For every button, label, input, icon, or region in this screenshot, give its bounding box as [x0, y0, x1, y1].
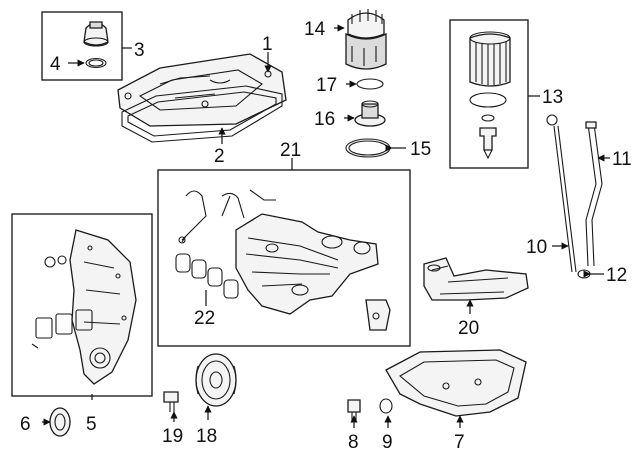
- callout-5: 5: [86, 414, 97, 435]
- callout-14: 14: [304, 19, 326, 40]
- callout-2: 2: [214, 146, 225, 167]
- large-o-ring: [345, 138, 391, 158]
- oil-cap-group-box: [41, 11, 123, 81]
- filter-small-o-ring: [481, 114, 495, 122]
- map-sensor: [365, 299, 391, 331]
- callout-15: 15: [410, 139, 431, 160]
- callout-18: 18: [196, 426, 217, 447]
- callout-19: 19: [162, 426, 183, 447]
- dipstick-o-ring: [577, 269, 591, 279]
- crankshaft-seal: [49, 407, 71, 437]
- large-o-ring-inner: [348, 140, 388, 156]
- drain-washer: [379, 398, 393, 414]
- callout-1: 1: [262, 34, 273, 55]
- timing-cover-group-box: [11, 213, 153, 397]
- manifold-gaskets: [175, 253, 239, 299]
- callout-17: 17: [316, 75, 337, 96]
- callout-10: 10: [526, 237, 547, 258]
- oil-filter-group-box: [449, 19, 529, 169]
- callout-3: 3: [134, 40, 145, 61]
- callout-21: 21: [280, 140, 301, 161]
- callout-20: 20: [458, 318, 479, 339]
- drain-plug: [354, 100, 386, 127]
- intake-hoses: [178, 189, 276, 244]
- callout-9: 9: [382, 432, 393, 453]
- intake-manifold-group-box: [157, 169, 411, 347]
- timing-cover: [69, 229, 137, 385]
- dipstick-tube: [585, 121, 603, 267]
- callout-8: 8: [348, 432, 359, 453]
- pulley-bolt: [163, 391, 179, 412]
- leader-lines: [42, 24, 610, 428]
- callout-16: 16: [314, 109, 335, 130]
- oil-filler-cap: [83, 21, 109, 47]
- filter-cap-o-ring: [356, 78, 384, 90]
- oil-filter-cap: [345, 9, 387, 70]
- filter-drain-fitting: [479, 127, 497, 160]
- oil-pan: [385, 349, 527, 417]
- callout-7: 7: [454, 432, 465, 453]
- oil-filter-element: [469, 31, 511, 87]
- callout-22: 22: [194, 308, 215, 329]
- filter-o-ring: [469, 92, 507, 108]
- oil-pan-baffle: [423, 257, 529, 301]
- crankshaft-pulley: [195, 353, 237, 407]
- valve-cover-gasket: [121, 85, 283, 143]
- callout-12: 12: [606, 265, 627, 286]
- valve-cover: [117, 53, 287, 127]
- oil-cap-gasket: [85, 57, 107, 69]
- dipstick: [546, 114, 577, 273]
- callout-4: 4: [50, 54, 61, 75]
- callout-13: 13: [542, 87, 563, 108]
- timing-cover-seals: [31, 255, 93, 349]
- callout-11: 11: [612, 149, 632, 170]
- intake-manifold: [235, 213, 379, 315]
- callout-6: 6: [20, 414, 31, 435]
